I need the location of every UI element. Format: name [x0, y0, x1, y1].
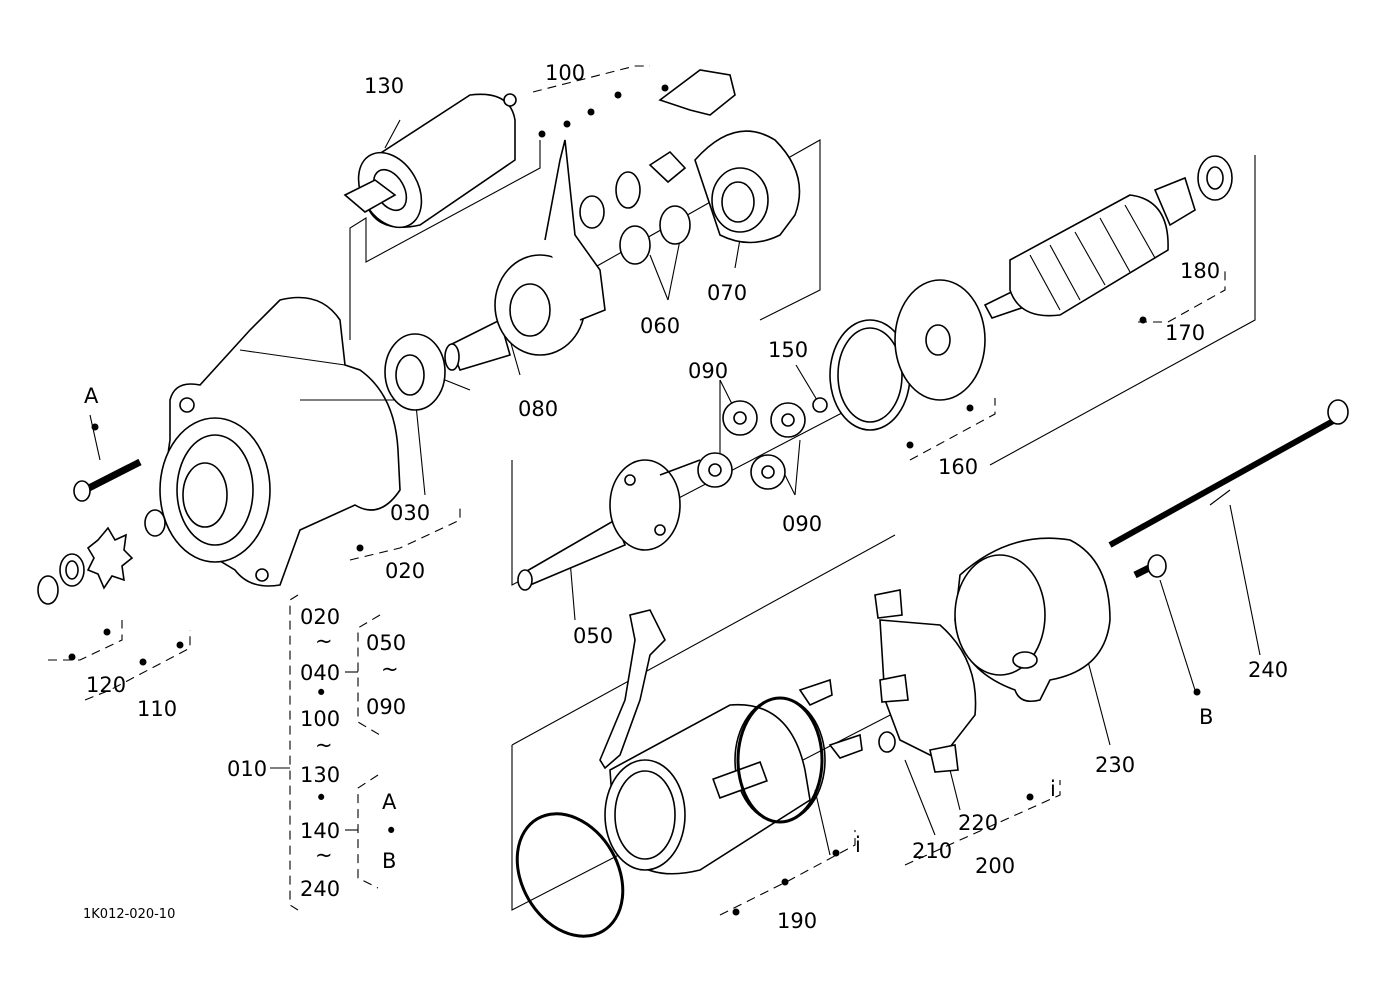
- label-170: 170: [1165, 321, 1205, 345]
- kit-legend: 010 020 ~ 040 • 100 ~ 130 • 140 ~ 240 05…: [227, 594, 406, 911]
- nut-210: [878, 731, 896, 753]
- legend-240: 240: [300, 877, 340, 901]
- label-110: 110: [137, 697, 177, 721]
- label-030: 030: [390, 501, 430, 525]
- label-220: 220: [958, 811, 998, 835]
- label-ref-a: A: [84, 384, 99, 408]
- legend-b: B: [382, 849, 396, 873]
- bearing-180: [1197, 155, 1233, 201]
- part-labels: 130 100 070 060 080 180 170 150 090 090 …: [84, 61, 1288, 933]
- armature-170: [983, 176, 1196, 319]
- planet-shaft-050: [517, 459, 701, 591]
- legend-100: 100: [300, 707, 340, 731]
- label-050: 050: [573, 624, 613, 648]
- legend-130: 130: [300, 763, 340, 787]
- label-240: 240: [1248, 658, 1288, 682]
- bolt-a: [73, 458, 142, 502]
- label-180: 180: [1180, 259, 1220, 283]
- legend-020: 020: [300, 605, 340, 629]
- legend-dot-1: •: [315, 681, 327, 705]
- label-200: 200: [975, 854, 1015, 878]
- spring-set-100: [579, 69, 736, 265]
- label-ref-i-left: i: [855, 833, 861, 857]
- legend-140: 140: [300, 819, 340, 843]
- label-130: 130: [364, 74, 404, 98]
- yoke-190: [599, 609, 863, 875]
- label-080: 080: [518, 397, 558, 421]
- legend-range-3: ~: [315, 843, 333, 867]
- ball-150: [812, 397, 828, 413]
- label-190: 190: [777, 909, 817, 933]
- label-ref-b: B: [1199, 705, 1213, 729]
- legend-040: 040: [300, 661, 340, 685]
- front-housing-020: [159, 296, 401, 587]
- cap-070: [694, 130, 801, 244]
- through-bolt-240: [1108, 399, 1349, 548]
- leader-dots: [68, 84, 1201, 916]
- o-ring: [515, 812, 625, 938]
- ring-gear-160: [829, 279, 986, 431]
- label-020: 020: [385, 559, 425, 583]
- drawing-code: 1K012-020-10: [83, 907, 175, 922]
- brush-holder-200: [874, 589, 977, 773]
- screw-b: [1133, 554, 1167, 579]
- clutch-shaft-080: [444, 139, 606, 371]
- legend-range-2: ~: [315, 733, 333, 757]
- legend-range-1: ~: [315, 629, 333, 653]
- label-150: 150: [768, 338, 808, 362]
- end-frame-230: [954, 537, 1111, 703]
- label-230: 230: [1095, 753, 1135, 777]
- legend-090: 090: [366, 695, 406, 719]
- label-010: 010: [227, 757, 267, 781]
- label-090-bottom: 090: [782, 512, 822, 536]
- legend-050: 050: [366, 631, 406, 655]
- label-060: 060: [640, 314, 680, 338]
- label-090-top: 090: [688, 359, 728, 383]
- bearing-030: [384, 333, 446, 411]
- legend-a: A: [382, 790, 397, 814]
- label-ref-i-right: i: [1050, 777, 1056, 801]
- legend-dot-3: •: [385, 819, 397, 843]
- label-210: 210: [912, 839, 952, 863]
- planet-gears-090: [697, 400, 806, 490]
- label-100: 100: [545, 61, 585, 85]
- pinion-group-110: [37, 509, 166, 605]
- label-070: 070: [707, 281, 747, 305]
- solenoid-130: [343, 93, 517, 229]
- o-ring-rear: [736, 696, 824, 824]
- legend-dot-2: •: [315, 786, 327, 810]
- label-160: 160: [938, 455, 978, 479]
- legend-range-4: ~: [381, 657, 399, 681]
- label-120: 120: [86, 673, 126, 697]
